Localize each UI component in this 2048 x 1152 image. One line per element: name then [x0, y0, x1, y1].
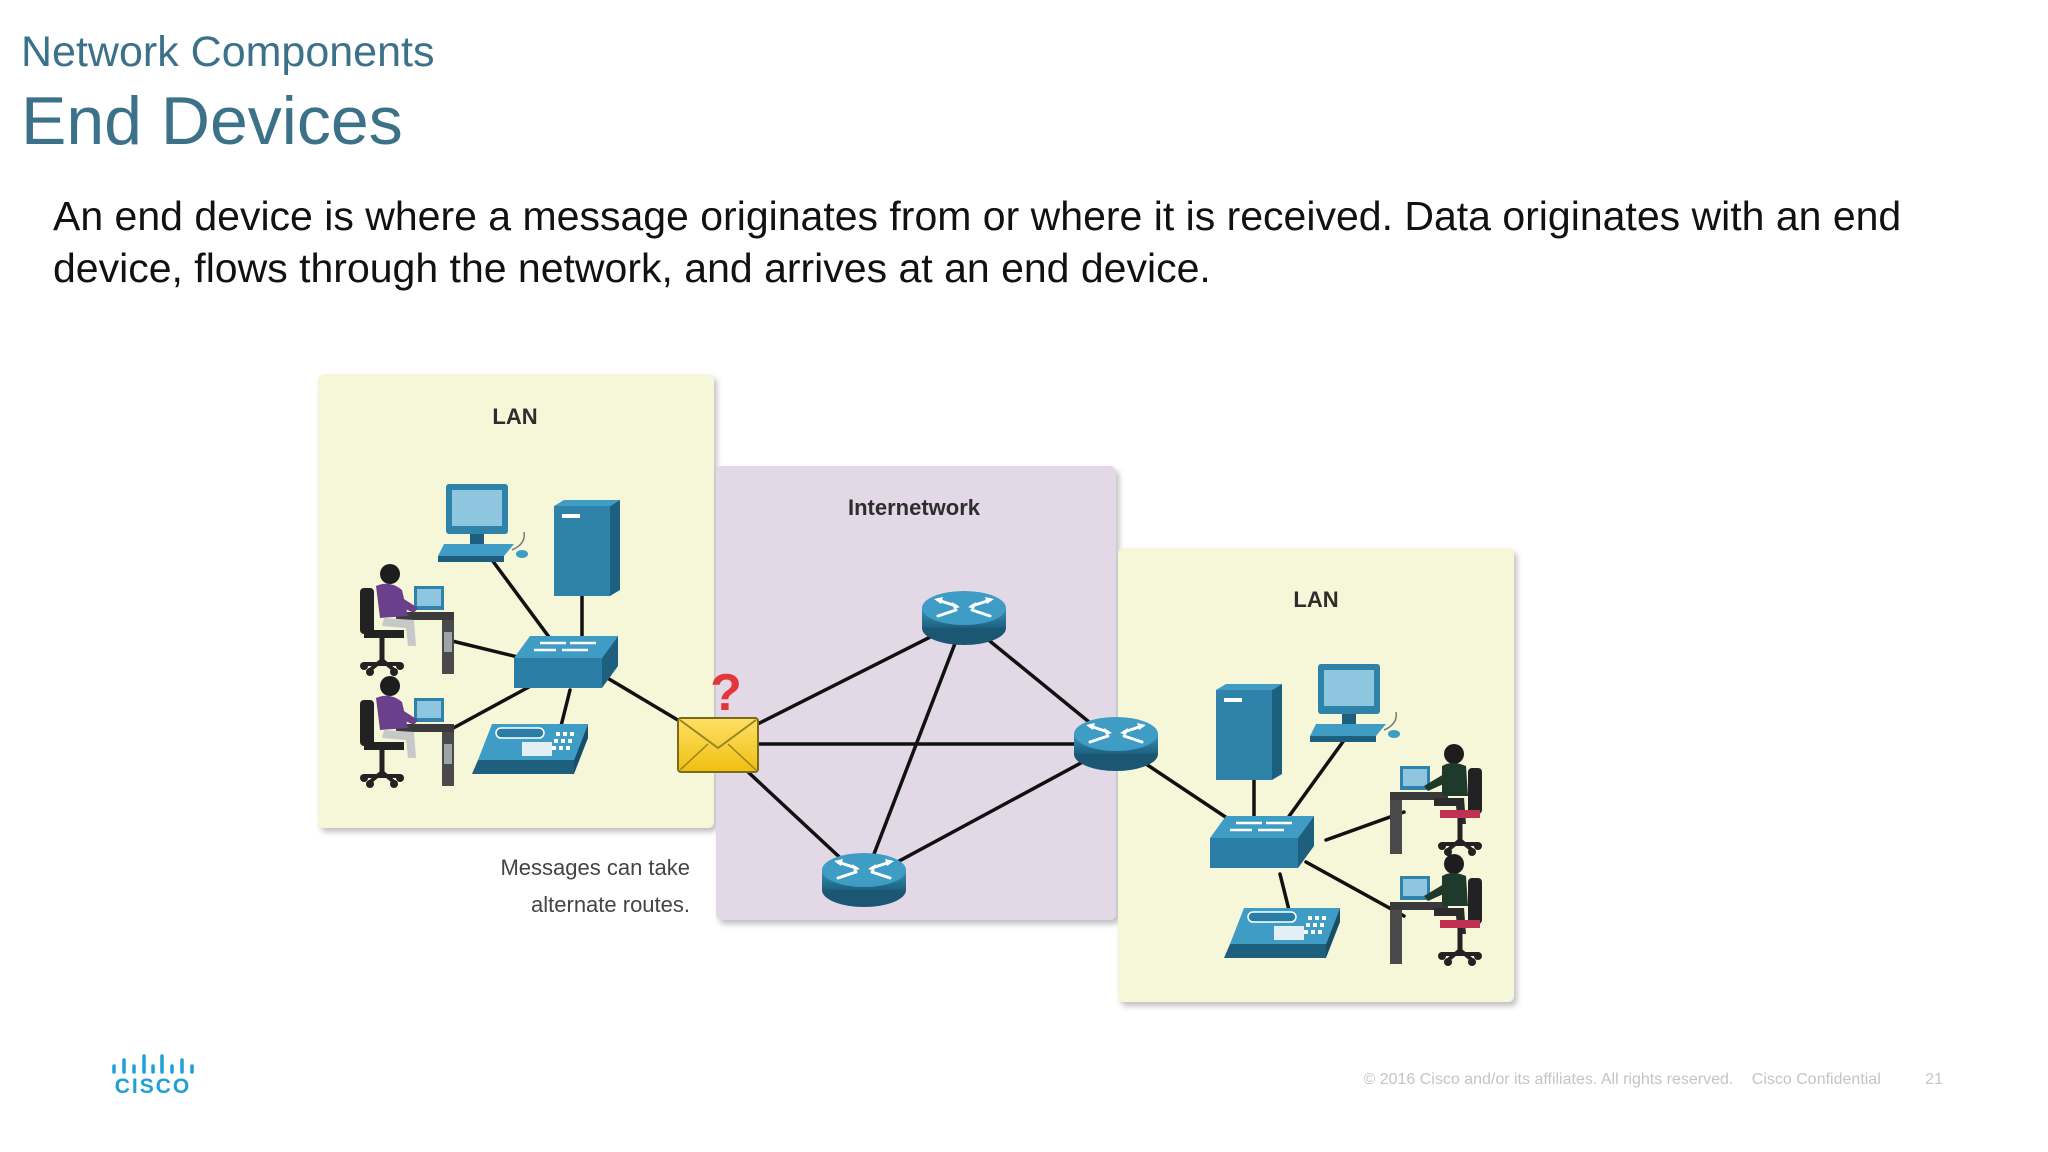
ip-phone-icon — [471, 723, 589, 775]
link-pc-switch-right — [1280, 730, 1352, 828]
page-number: 21 — [1925, 1071, 1943, 1088]
caption-line-2: alternate routes. — [531, 892, 690, 917]
caption-line-1: Messages can take — [500, 855, 690, 880]
server-icon — [1216, 684, 1282, 780]
cisco-bars-icon — [112, 1054, 194, 1074]
router-icon — [820, 851, 908, 909]
copyright-text: © 2016 Cisco and/or its affiliates. All … — [1363, 1071, 1734, 1088]
question-mark-icon: ? — [710, 664, 742, 722]
cisco-logo: CISCO — [110, 1054, 196, 1098]
page-title: End Devices — [21, 83, 403, 159]
left-lan-label: LAN — [492, 404, 537, 429]
link-user2-switch-right — [1304, 860, 1406, 918]
internetwork-panel — [716, 466, 1116, 920]
cisco-wordmark: CISCO — [114, 1075, 192, 1098]
footer: © 2016 Cisco and/or its affiliates. All … — [1349, 1071, 1943, 1089]
right-lan-label: LAN — [1293, 587, 1338, 612]
body-text: An end device is where a message origina… — [53, 193, 1902, 291]
ip-phone-icon — [1223, 907, 1341, 959]
envelope-icon — [677, 717, 759, 773]
link-router-bottom-right — [862, 742, 1118, 882]
internetwork-label: Internetwork — [848, 495, 981, 520]
section-title: Network Components — [21, 28, 435, 76]
link-phone-switch — [558, 688, 572, 732]
router-icon — [1072, 715, 1160, 773]
router-icon — [920, 589, 1008, 647]
switch-icon — [512, 634, 620, 690]
link-user2-switch — [444, 680, 540, 734]
link-router-top-bottom — [862, 618, 966, 882]
server-icon — [554, 500, 620, 596]
confidential-text: Cisco Confidential — [1751, 1071, 1881, 1088]
switch-icon — [1208, 814, 1316, 870]
